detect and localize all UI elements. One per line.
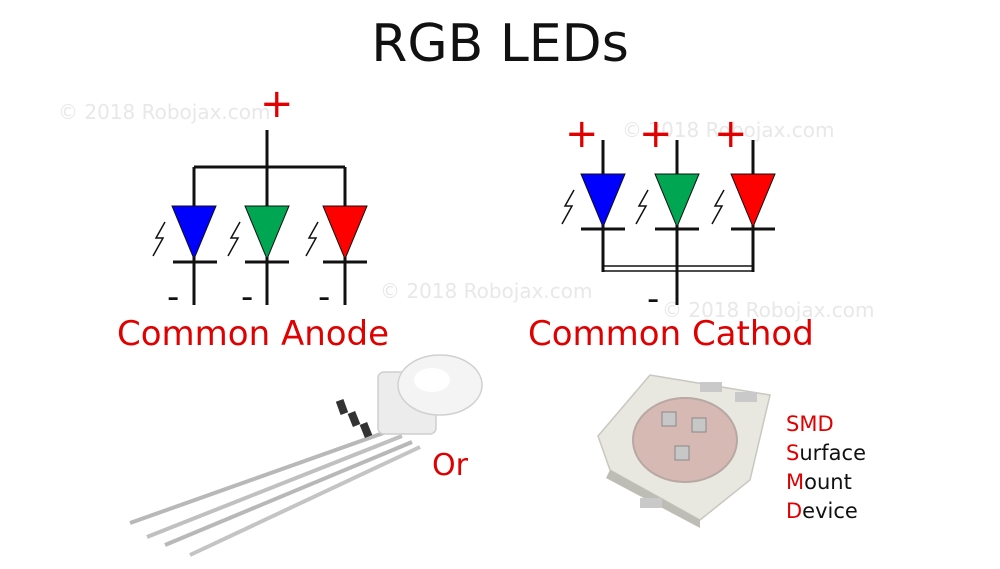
light-emission-icon bbox=[227, 221, 241, 257]
blue-led-triangle bbox=[171, 205, 217, 261]
cathode-minus-sign: - bbox=[167, 277, 180, 317]
light-emission-icon bbox=[635, 189, 649, 225]
red-led-triangle bbox=[322, 205, 368, 261]
light-emission-icon bbox=[152, 221, 166, 257]
smd-legend-line: Surface bbox=[786, 441, 867, 465]
common-cathode-label: Common Cathod bbox=[528, 314, 814, 354]
smd-legend-line: Mount bbox=[786, 470, 852, 494]
smd-legend-line: SMD bbox=[786, 412, 834, 436]
blue-led-triangle bbox=[580, 173, 626, 229]
anode-plus-sign: + bbox=[565, 111, 599, 157]
smd-rgb-led-image bbox=[597, 374, 771, 528]
watermark: © 2018 Robojax.com bbox=[662, 298, 875, 322]
green-led-triangle bbox=[654, 173, 700, 229]
through-hole-rgb-led-image bbox=[129, 354, 483, 557]
cathode-minus-sign: - bbox=[241, 277, 254, 317]
anode-plus-sign: + bbox=[714, 111, 748, 157]
smd-legend: SMD Surface Mount Device bbox=[786, 410, 866, 526]
or-label: Or bbox=[432, 448, 468, 483]
red-led-triangle bbox=[730, 173, 776, 229]
anode-plus-sign: + bbox=[260, 81, 294, 127]
page-title: RGB LEDs bbox=[371, 14, 629, 74]
light-emission-icon bbox=[305, 221, 319, 257]
watermark: © 2018 Robojax.com bbox=[622, 118, 835, 142]
common-anode-label: Common Anode bbox=[117, 314, 390, 354]
watermark: © 2018 Robojax.com bbox=[380, 279, 593, 303]
anode-plus-sign: + bbox=[639, 111, 673, 157]
light-emission-icon bbox=[711, 189, 725, 225]
cathode-minus-sign: - bbox=[318, 277, 331, 317]
light-emission-icon bbox=[561, 189, 575, 225]
smd-legend-line: Device bbox=[786, 499, 858, 523]
green-led-triangle bbox=[244, 205, 290, 261]
cathode-minus-sign: - bbox=[647, 279, 660, 319]
watermark: © 2018 Robojax.com bbox=[58, 100, 271, 124]
